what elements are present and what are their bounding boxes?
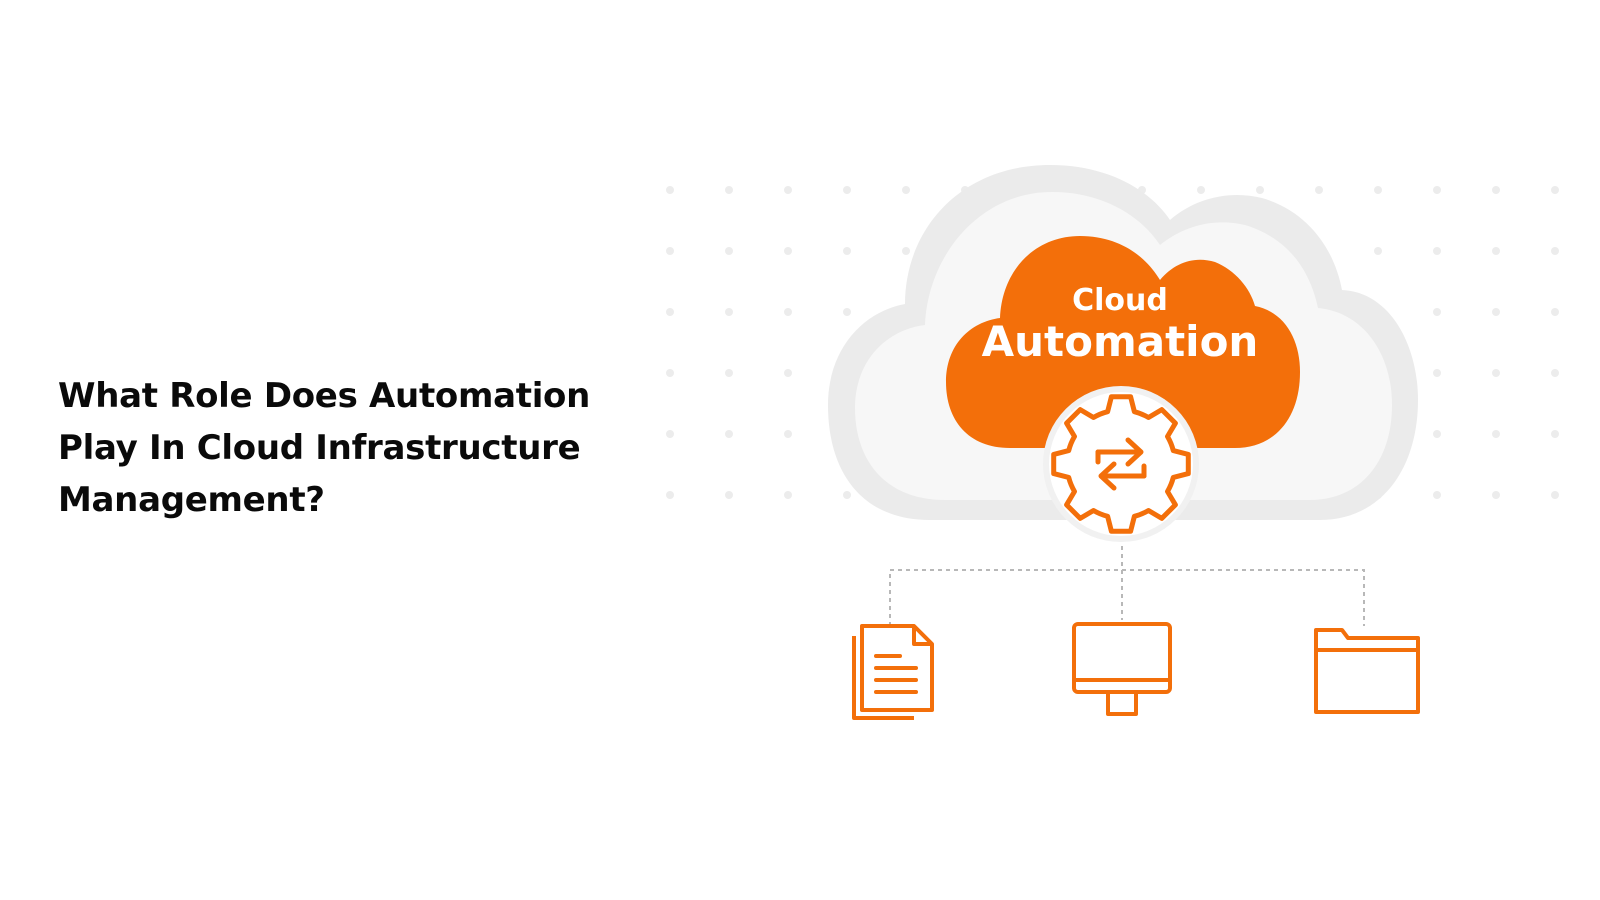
- monitor-icon: [1072, 622, 1172, 716]
- folder-icon: [1314, 628, 1420, 714]
- grid-dot: [1551, 247, 1559, 255]
- grid-dot: [1315, 186, 1323, 194]
- grid-dot: [902, 186, 910, 194]
- grid-dot: [666, 308, 674, 316]
- title-line-1: What Role Does Automation: [58, 376, 591, 416]
- grid-dot: [784, 308, 792, 316]
- grid-dot: [1492, 369, 1500, 377]
- grid-dot: [1433, 491, 1441, 499]
- grid-dot: [843, 186, 851, 194]
- grid-dot: [843, 247, 851, 255]
- grid-dot: [1256, 186, 1264, 194]
- grid-dot: [725, 308, 733, 316]
- grid-dot: [784, 186, 792, 194]
- page-title: What Role Does Automation Play In Cloud …: [58, 370, 618, 526]
- grid-dot: [666, 369, 674, 377]
- grid-dot: [1374, 247, 1382, 255]
- grid-dot: [784, 430, 792, 438]
- grid-dot: [666, 247, 674, 255]
- grid-dot: [1433, 308, 1441, 316]
- grid-dot: [1492, 491, 1500, 499]
- grid-dot: [1433, 186, 1441, 194]
- grid-dot: [1551, 308, 1559, 316]
- grid-dot: [1551, 430, 1559, 438]
- grid-dot: [784, 491, 792, 499]
- grid-dot: [1433, 430, 1441, 438]
- grid-dot: [1492, 308, 1500, 316]
- title-line-3: Management?: [58, 480, 325, 520]
- grid-dot: [666, 186, 674, 194]
- grid-dot: [902, 247, 910, 255]
- grid-dot: [1433, 247, 1441, 255]
- grid-dot: [725, 369, 733, 377]
- grid-dot: [1197, 186, 1205, 194]
- grid-dot: [666, 491, 674, 499]
- grid-dot: [843, 308, 851, 316]
- title-line-2: Play In Cloud Infrastructure: [58, 428, 581, 468]
- gear-sync-icon: [1043, 386, 1199, 542]
- grid-dot: [1492, 430, 1500, 438]
- grid-dot: [666, 430, 674, 438]
- connector-lines: [889, 546, 1365, 626]
- grid-dot: [784, 247, 792, 255]
- grid-dot: [1551, 491, 1559, 499]
- grid-dot: [784, 369, 792, 377]
- grid-dot: [843, 491, 851, 499]
- grid-dot: [1433, 369, 1441, 377]
- grid-dot: [1551, 186, 1559, 194]
- grid-dot: [725, 186, 733, 194]
- grid-dot: [1551, 369, 1559, 377]
- document-icon: [852, 624, 934, 720]
- cloud-label-main: Automation: [982, 317, 1259, 366]
- grid-dot: [725, 430, 733, 438]
- grid-dot: [1374, 186, 1382, 194]
- grid-dot: [725, 491, 733, 499]
- orange-cloud-shape: [946, 236, 1300, 448]
- grid-dot: [725, 247, 733, 255]
- grid-dot: [1492, 247, 1500, 255]
- orange-cloud: Cloud Automation: [946, 236, 1300, 448]
- grid-dot: [1492, 186, 1500, 194]
- cloud-label-top: Cloud: [1072, 283, 1168, 318]
